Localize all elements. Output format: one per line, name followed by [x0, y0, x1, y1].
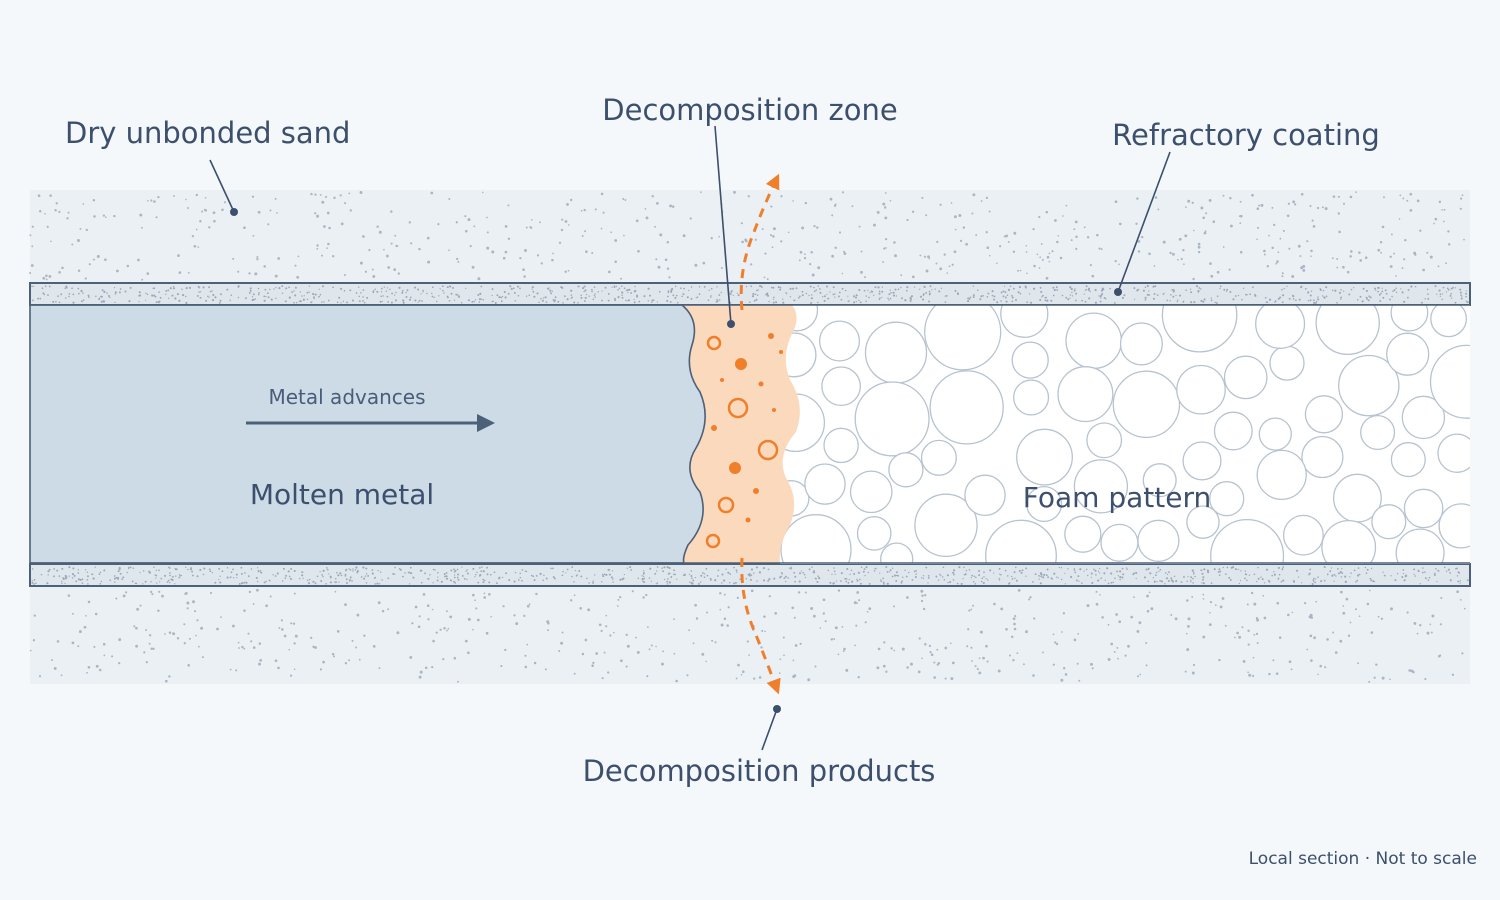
sand-bottom	[30, 586, 1470, 684]
label-decomposition-products: Decomposition products	[583, 754, 936, 788]
label-refractory-coating: Refractory coating	[1112, 118, 1380, 152]
coating-texture	[31, 284, 1469, 585]
products-leader	[761, 705, 781, 751]
decomposition-zone	[682, 305, 800, 563]
label-decomposition-zone: Decomposition zone	[602, 93, 897, 127]
gas-escape-arrow-up	[739, 173, 780, 311]
coating-leader	[1114, 151, 1171, 296]
gas-escape-arrow-down	[740, 557, 781, 695]
foam-cells	[780, 305, 1470, 563]
label-dry-unbonded-sand: Dry unbonded sand	[65, 116, 350, 150]
decomposition-bubbles	[705, 333, 783, 549]
sand-leader	[209, 159, 238, 216]
footnote: Local section · Not to scale	[1249, 849, 1477, 869]
molten-metal	[29, 304, 706, 564]
label-foam-pattern: Foam pattern	[1023, 481, 1211, 514]
zone-leader	[714, 125, 735, 328]
label-molten-metal: Molten metal	[250, 478, 434, 511]
sand-top	[30, 190, 1470, 283]
label-metal-advances: Metal advances	[268, 385, 425, 409]
